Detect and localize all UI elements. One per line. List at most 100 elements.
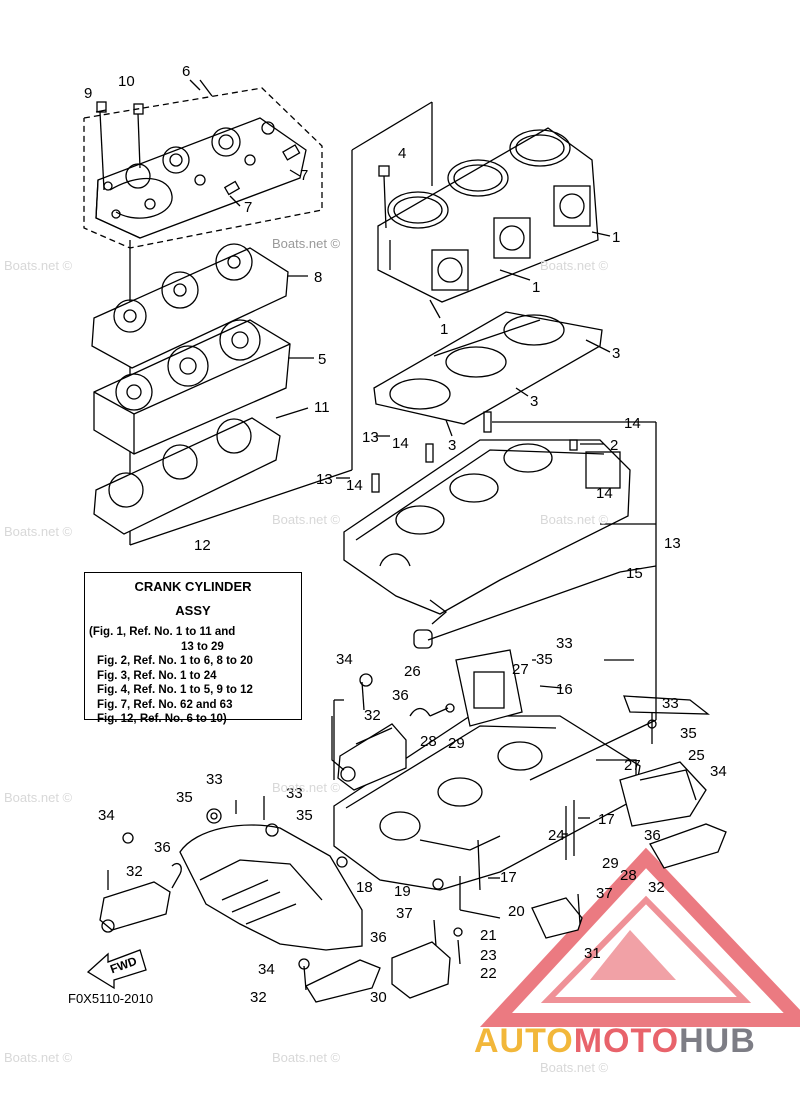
watermark: Boats.net © (272, 780, 341, 795)
engine-mount-right-part (649, 823, 727, 869)
callout-11: 11 (314, 399, 330, 416)
legend-box: CRANK CYLINDER ASSY (Fig. 1, Ref. No. 1 … (84, 572, 302, 725)
callout-1b: 1 (532, 279, 541, 296)
callout-36a: 36 (392, 687, 409, 704)
callout-33a: 33 (556, 635, 573, 652)
callout-14c: 14 (346, 477, 363, 494)
callout-34a: 34 (336, 651, 353, 668)
callout-3b: 3 (530, 393, 539, 410)
mount-bracket-part (455, 649, 523, 727)
callout-28b: 28 (620, 867, 637, 884)
callout-27b: 27 (624, 757, 641, 774)
watermark: Boats.net © (540, 512, 609, 527)
callout-34c: 34 (98, 807, 115, 824)
watermark: Boats.net © (272, 1050, 341, 1065)
diagram-code: F0X5110-2010 (68, 991, 154, 1006)
callout-14a: 14 (392, 435, 409, 452)
callout-13a: 13 (362, 429, 379, 446)
callout-29b: 29 (602, 855, 619, 872)
callout-5: 5 (318, 351, 327, 368)
watermark: Boats.net © (272, 236, 341, 251)
callout-32d: 32 (250, 989, 267, 1006)
legend-title-2: ASSY (175, 603, 211, 618)
bolt-10-part (133, 103, 144, 169)
bolt-9-part (95, 101, 107, 191)
callout-13b: 13 (664, 535, 681, 552)
callout-32a: 32 (364, 707, 381, 724)
callout-13c: 13 (316, 471, 333, 488)
mount-30-part (391, 941, 451, 999)
watermark: Boats.net © (4, 258, 73, 273)
callout-34d: 34 (258, 961, 275, 978)
callout-36b: 36 (644, 827, 661, 844)
callout-21: 21 (480, 927, 497, 944)
watermark: Boats.net © (540, 258, 609, 273)
callout-35d: 35 (296, 807, 313, 824)
legend-line: 13 to 29 (181, 640, 224, 653)
callout-4: 4 (398, 145, 407, 162)
callout-17a: 17 (598, 811, 615, 828)
head-gasket-part (91, 243, 289, 369)
callout-31: 31 (584, 945, 601, 962)
callout-10: 10 (118, 73, 135, 90)
callout-7b: 7 (244, 199, 253, 216)
callout-35a: 35 (536, 651, 553, 668)
callout-37a: 37 (396, 905, 413, 922)
crankcase-upper-part (343, 439, 631, 625)
crankcase-side-view-part (179, 824, 363, 951)
callout-30: 30 (370, 989, 387, 1006)
callout-22: 22 (480, 965, 497, 982)
callout-24: 24 (548, 827, 565, 844)
callout-33b: 33 (662, 695, 679, 712)
callout-35b: 35 (680, 725, 697, 742)
callout-1a: 1 (612, 229, 621, 246)
base-gasket-part (373, 311, 603, 425)
legend-title-1: CRANK CYLINDER (134, 579, 252, 594)
callout-36d: 36 (370, 929, 387, 946)
callout-28a: 28 (420, 733, 437, 750)
callout-16: 16 (556, 681, 573, 698)
callout-17b: 17 (500, 869, 517, 886)
callout-14b: 14 (624, 415, 641, 432)
oil-seal-part (413, 629, 433, 649)
callout-20: 20 (508, 903, 525, 920)
callout-32b: 32 (648, 879, 665, 896)
head-group-frame (83, 87, 323, 249)
cylinder-head-part (95, 117, 307, 239)
callout-37b: 37 (596, 885, 613, 902)
callout-14d: 14 (596, 485, 613, 502)
callout-1c: 1 (440, 321, 449, 338)
fwd-arrow-icon (86, 949, 147, 990)
callout-12: 12 (194, 537, 211, 554)
watermark: Boats.net © (272, 512, 341, 527)
callout-18: 18 (356, 879, 373, 896)
legend-line: Fig. 3, Ref. No. 1 to 24 (97, 669, 217, 682)
watermark: Boats.net © (4, 524, 73, 539)
brand-logo-text: AUTOMOTOHUB (474, 1022, 756, 1060)
cylinder-block-part (377, 127, 599, 303)
callout-7a: 7 (300, 167, 309, 184)
callout-8: 8 (314, 269, 323, 286)
callout-3c: 3 (448, 437, 457, 454)
gasket-11-part (93, 417, 281, 535)
callout-9: 9 (84, 85, 93, 102)
callout-36c: 36 (154, 839, 171, 856)
callout-33c: 33 (206, 771, 223, 788)
legend-line: Fig. 7, Ref. No. 62 and 63 (97, 698, 233, 711)
callout-29a: 29 (448, 735, 465, 752)
callout-15: 15 (626, 565, 643, 582)
watermark: Boats.net © (540, 1060, 609, 1075)
callout-32c: 32 (126, 863, 143, 880)
crankcase-lower-part (333, 715, 641, 891)
bolt-4-part (378, 165, 390, 229)
engine-mount-left-part (99, 881, 171, 933)
watermark: Boats.net © (4, 790, 73, 805)
callout-33d: 33 (286, 785, 303, 802)
mount-plate-part (619, 761, 707, 827)
callout-6: 6 (182, 63, 191, 80)
callout-2: 2 (610, 437, 619, 454)
callout-3a: 3 (612, 345, 621, 362)
engine-mount-bottom-part (305, 959, 381, 1003)
dowel-pin-part (483, 411, 492, 433)
